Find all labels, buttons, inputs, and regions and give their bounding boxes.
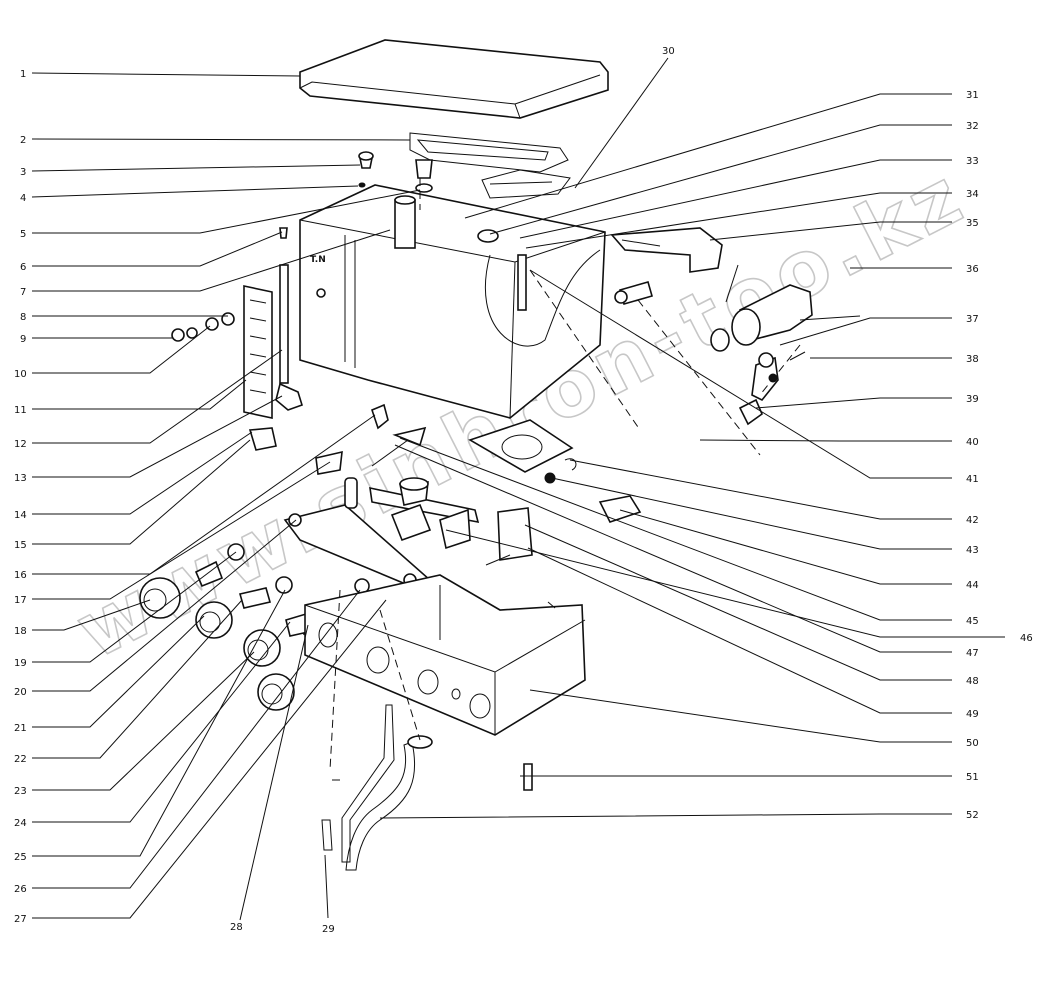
callout-51: 51 [966, 772, 979, 783]
callout-14: 14 [14, 510, 27, 521]
callout-26: 26 [14, 884, 27, 895]
part-level-gauge [171, 264, 303, 451]
callout-49: 49 [966, 709, 979, 720]
callout-10: 10 [14, 369, 27, 380]
callout-37: 37 [966, 314, 979, 325]
part-pin [520, 763, 536, 791]
part-water-tank: T.N [299, 184, 606, 419]
callout-19: 19 [14, 658, 27, 669]
callout-27: 27 [14, 914, 27, 925]
part-gasket-plate [468, 419, 642, 523]
part-bracket [610, 227, 723, 273]
callout-labels: 1 2 3 4 5 6 7 8 9 10 11 12 13 14 15 16 1… [14, 46, 1033, 935]
callout-1: 1 [20, 69, 26, 80]
callout-52: 52 [966, 810, 979, 821]
svg-text:T.N: T.N [310, 255, 326, 265]
callout-44: 44 [966, 580, 979, 591]
callout-31: 31 [966, 90, 979, 101]
part-base-tray [304, 574, 586, 736]
callout-45: 45 [966, 616, 979, 627]
callout-48: 48 [966, 676, 979, 687]
part-manifold [275, 403, 533, 636]
callout-36: 36 [966, 264, 979, 275]
callout-50: 50 [966, 738, 979, 749]
callout-28: 28 [230, 922, 243, 933]
callout-34: 34 [966, 189, 979, 200]
callout-6: 6 [20, 262, 26, 273]
callout-46: 46 [1020, 633, 1033, 644]
callout-40: 40 [966, 437, 979, 448]
callout-15: 15 [14, 540, 27, 551]
callout-32: 32 [966, 121, 979, 132]
callout-43: 43 [966, 545, 979, 556]
callout-18: 18 [14, 626, 27, 637]
part-knobs [139, 543, 309, 711]
callout-47: 47 [966, 648, 979, 659]
callout-2: 2 [20, 135, 26, 146]
leader-lines [31, 57, 1005, 921]
callout-4: 4 [20, 193, 26, 204]
callout-12: 12 [14, 439, 27, 450]
part-small-fittings [279, 151, 433, 239]
callout-16: 16 [14, 570, 27, 581]
callout-20: 20 [14, 687, 27, 698]
callout-25: 25 [14, 852, 27, 863]
callout-23: 23 [14, 786, 27, 797]
part-valve-assembly [614, 281, 813, 426]
part-lid [299, 39, 609, 119]
callout-42: 42 [966, 515, 979, 526]
part-heating-element [409, 132, 571, 199]
parts-drawing: T.N [139, 39, 813, 871]
callout-39: 39 [966, 394, 979, 405]
callout-5: 5 [20, 229, 26, 240]
callout-3: 3 [20, 167, 26, 178]
callout-13: 13 [14, 473, 27, 484]
callout-30: 30 [662, 46, 675, 57]
callout-21: 21 [14, 723, 27, 734]
callout-35: 35 [966, 218, 979, 229]
callout-9: 9 [20, 334, 26, 345]
callout-38: 38 [966, 354, 979, 365]
part-hoses [321, 704, 433, 871]
callout-33: 33 [966, 156, 979, 167]
callout-17: 17 [14, 595, 27, 606]
callout-8: 8 [20, 312, 26, 323]
callout-22: 22 [14, 754, 27, 765]
callout-41: 41 [966, 474, 979, 485]
callout-24: 24 [14, 818, 27, 829]
callout-11: 11 [14, 405, 27, 416]
callout-29: 29 [322, 924, 335, 935]
callout-7: 7 [20, 287, 26, 298]
